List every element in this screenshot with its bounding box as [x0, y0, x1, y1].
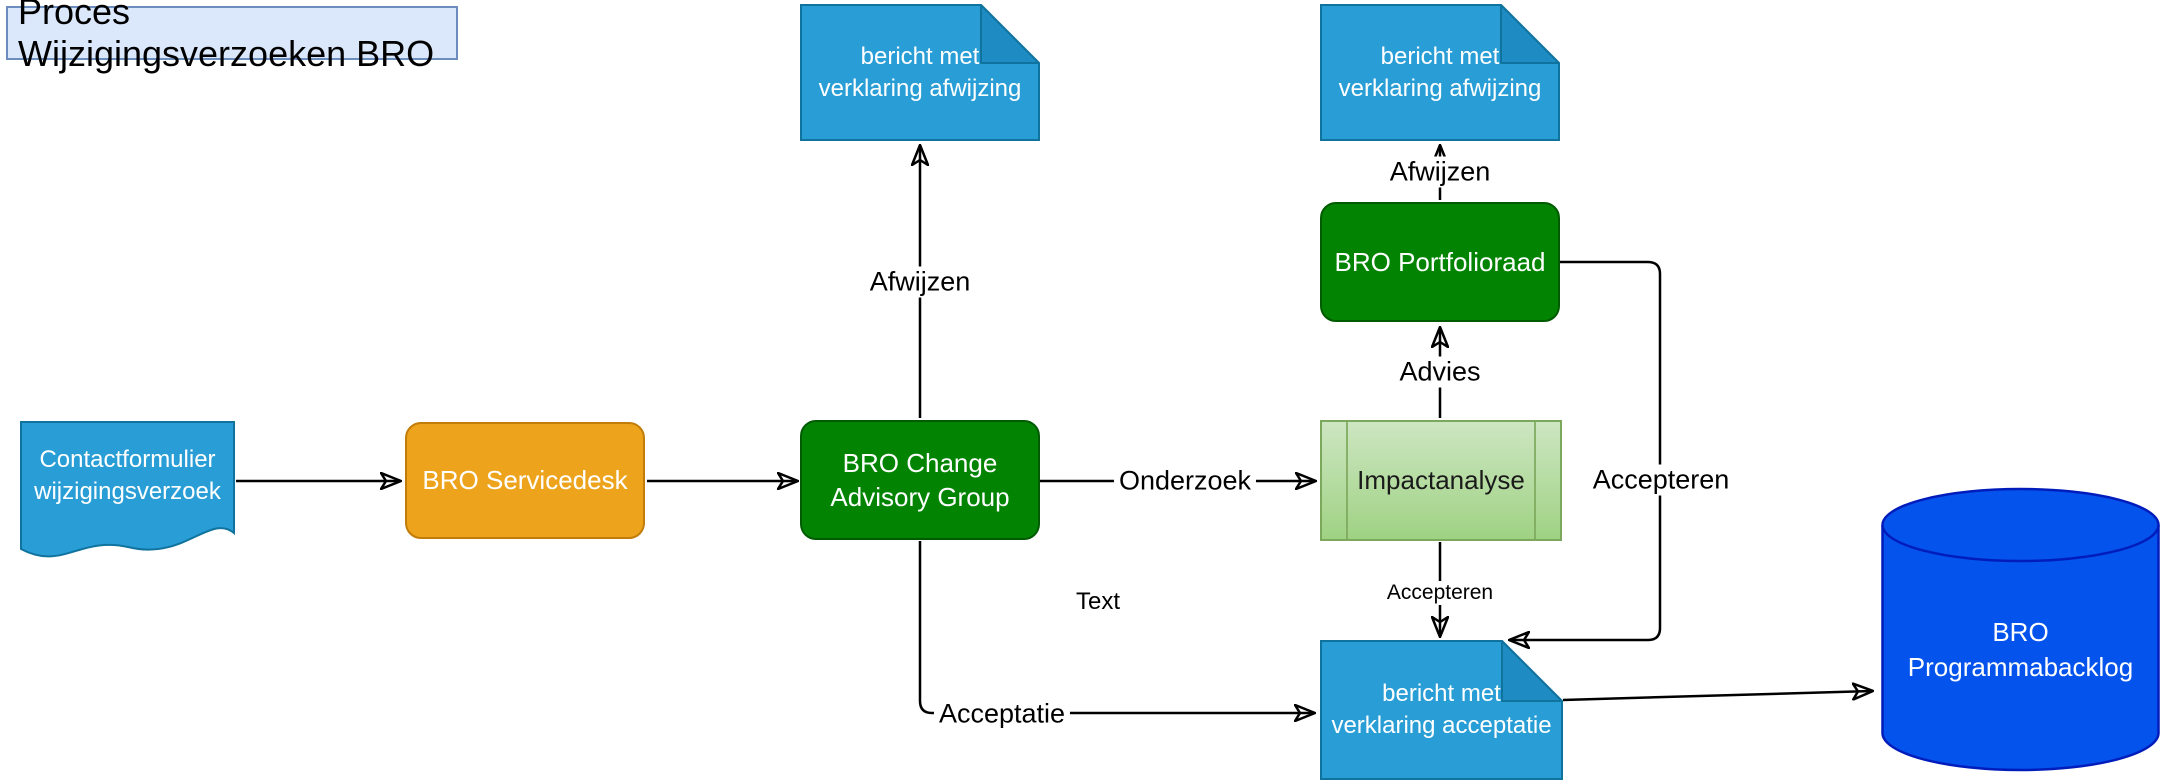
node-bericht-afwijzing-1[interactable]: bericht met verklaring afwijzing: [800, 4, 1040, 141]
cylinder-shape: [1881, 487, 2160, 772]
node-label: Impactanalyse: [1357, 465, 1525, 496]
edge-label-accepteren-small[interactable]: Accepteren: [1381, 581, 1499, 605]
node-label: Contactformulier wijzigingsverzoek: [34, 445, 221, 505]
node-label: BRO Portfolioraad: [1334, 246, 1546, 277]
edge-cag-acceptatie[interactable]: [918, 541, 1314, 713]
edge-acceptatie-programmabacklog[interactable]: [1562, 691, 1872, 702]
subprocess-bar: [1534, 422, 1536, 539]
node-change-advisory-group[interactable]: BRO Change Advisory Group: [800, 420, 1040, 540]
node-bericht-acceptatie[interactable]: bericht met verklaring acceptatie: [1320, 640, 1563, 780]
node-servicedesk[interactable]: BRO Servicedesk: [405, 422, 645, 539]
node-label: bericht met verklaring afwijzing: [818, 42, 1022, 102]
edge-label-accepteren-right[interactable]: Accepteren: [1587, 464, 1735, 496]
edge-portfolioraad-acceptatie[interactable]: [1510, 260, 1662, 640]
floating-text-label[interactable]: Text: [1075, 588, 1121, 615]
note-shape: [1320, 640, 1563, 780]
subprocess-bar: [1346, 422, 1348, 539]
edge-label-afwijzen-portfolio[interactable]: Afwijzen: [1384, 156, 1496, 188]
edge-label-advies[interactable]: Advies: [1394, 356, 1486, 388]
diagram-title-text: Proces Wijzigingsverzoeken BRO: [18, 0, 435, 74]
document-shape: [20, 421, 235, 558]
edge-label-onderzoek[interactable]: Onderzoek: [1113, 465, 1257, 497]
node-impactanalyse[interactable]: Impactanalyse: [1320, 420, 1562, 541]
node-label: bericht met verklaring afwijzing: [1338, 42, 1542, 102]
edge-label-afwijzen-cag[interactable]: Afwijzen: [864, 266, 976, 298]
edge-label-acceptatie[interactable]: Acceptatie: [933, 698, 1071, 730]
note-shape: [800, 4, 1040, 141]
note-shape: [1320, 4, 1560, 141]
node-label: bericht met verklaring acceptatie: [1331, 680, 1552, 739]
node-programmabacklog[interactable]: BRO Programmabacklog: [1881, 487, 2160, 772]
node-bericht-afwijzing-2[interactable]: bericht met verklaring afwijzing: [1320, 4, 1560, 141]
node-contactformulier[interactable]: Contactformulier wijzigingsverzoek: [20, 421, 235, 560]
diagram-title[interactable]: Proces Wijzigingsverzoeken BRO: [6, 0, 458, 74]
node-label: BRO Change Advisory Group: [830, 447, 1010, 512]
node-label: BRO Programmabacklog: [1907, 617, 2134, 682]
node-label: BRO Servicedesk: [422, 465, 628, 496]
node-portfolioraad[interactable]: BRO Portfolioraad: [1320, 202, 1560, 322]
